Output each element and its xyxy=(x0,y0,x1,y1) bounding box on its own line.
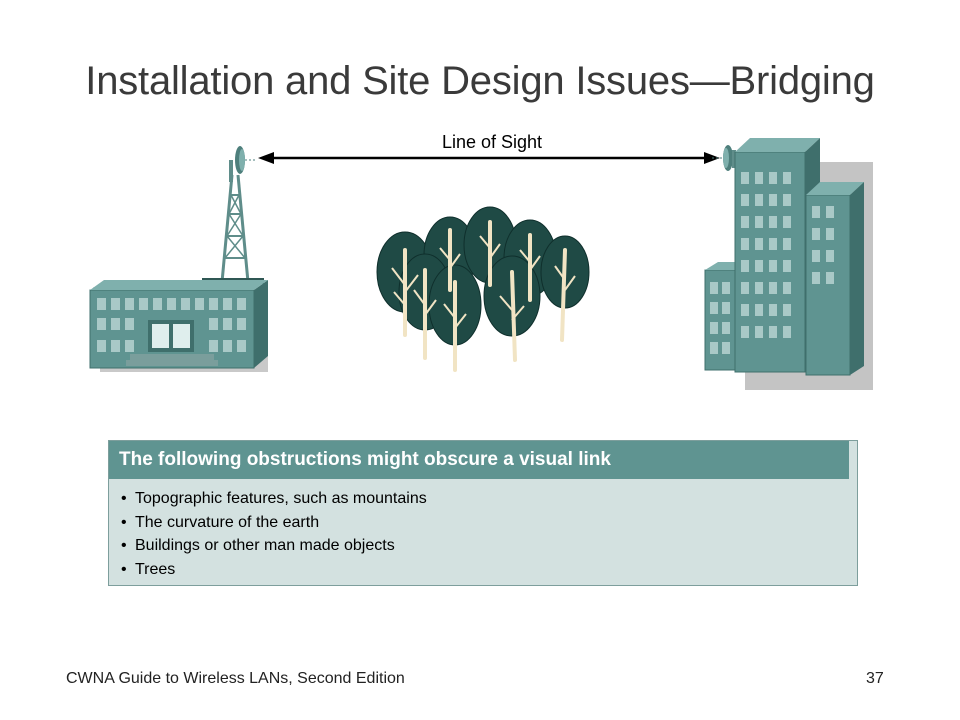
obstructions-heading: The following obstructions might obscure… xyxy=(109,441,849,479)
page-number: 37 xyxy=(866,670,884,687)
list-item: •Trees xyxy=(121,558,427,582)
line-of-sight-label: Line of Sight xyxy=(412,131,572,153)
list-item: •The curvature of the earth xyxy=(121,511,427,535)
trees-icon xyxy=(376,206,590,372)
bullet-icon: • xyxy=(121,513,127,531)
bridging-illustration xyxy=(89,138,873,390)
footer-course-title: CWNA Guide to Wireless LANs, Second Edit… xyxy=(66,670,405,687)
bullet-icon: • xyxy=(121,537,127,554)
list-item: •Buildings or other man made objects xyxy=(121,534,427,558)
slide-title: Installation and Site Design Issues—Brid… xyxy=(85,59,875,103)
bullet-icon: • xyxy=(121,490,127,507)
dish-antenna-left-icon xyxy=(235,146,256,174)
obstructions-list: •Topographic features, such as mountains… xyxy=(121,487,427,581)
right-buildings-icon xyxy=(704,138,873,390)
left-building-icon xyxy=(89,280,268,372)
dish-antenna-right-icon xyxy=(712,145,736,171)
list-item: •Topographic features, such as mountains xyxy=(121,487,427,511)
obstructions-panel: The following obstructions might obscure… xyxy=(108,440,858,586)
bullet-icon: • xyxy=(121,560,127,578)
